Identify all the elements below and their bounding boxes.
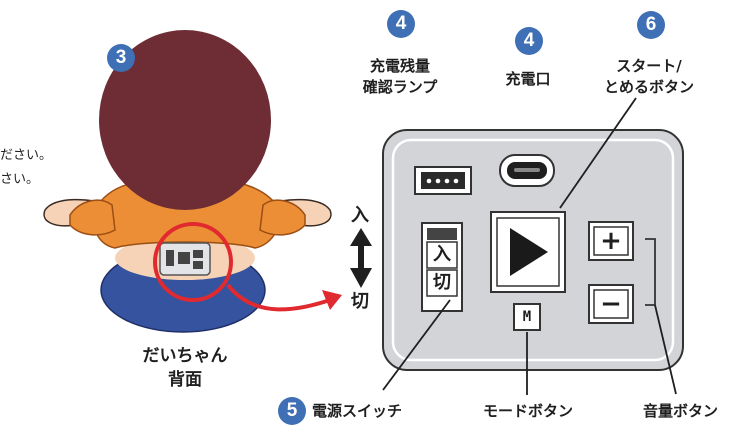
start-stop-label-2: とめるボタン xyxy=(603,78,694,96)
volume-button-label: 音量ボタン xyxy=(642,402,718,420)
switch-off-text: 切 xyxy=(433,272,451,293)
badge-start: 6 xyxy=(637,11,665,39)
switch-on-label: 入 xyxy=(351,205,369,226)
start-stop-label-1: スタート/ xyxy=(616,57,682,75)
volume-down-button[interactable]: − xyxy=(600,289,622,319)
badge-battery: 4 xyxy=(387,10,415,38)
mode-button-label: モードボタン xyxy=(482,402,573,420)
volume-up-button[interactable]: + xyxy=(600,226,622,256)
switch-on-text: 入 xyxy=(433,244,451,265)
power-switch-label: 電源スイッチ xyxy=(312,402,403,420)
badge-port: 4 xyxy=(515,27,543,55)
switch-off-label: 切 xyxy=(351,291,369,312)
battery-lamp-label-1: 充電残量 xyxy=(369,57,430,75)
charging-port-label: 充電口 xyxy=(505,70,551,88)
side-text-2: さい。 xyxy=(0,172,40,187)
badge-power: 5 xyxy=(278,397,306,425)
character-caption-2: 背面 xyxy=(168,370,202,390)
badge-3: 3 xyxy=(107,44,135,72)
battery-lamp-label-2: 確認ランプ xyxy=(362,78,438,96)
mode-button[interactable]: M xyxy=(522,309,532,325)
character-caption-1: だいちゃん xyxy=(142,346,228,366)
side-text-1: ださい。 xyxy=(0,148,53,163)
